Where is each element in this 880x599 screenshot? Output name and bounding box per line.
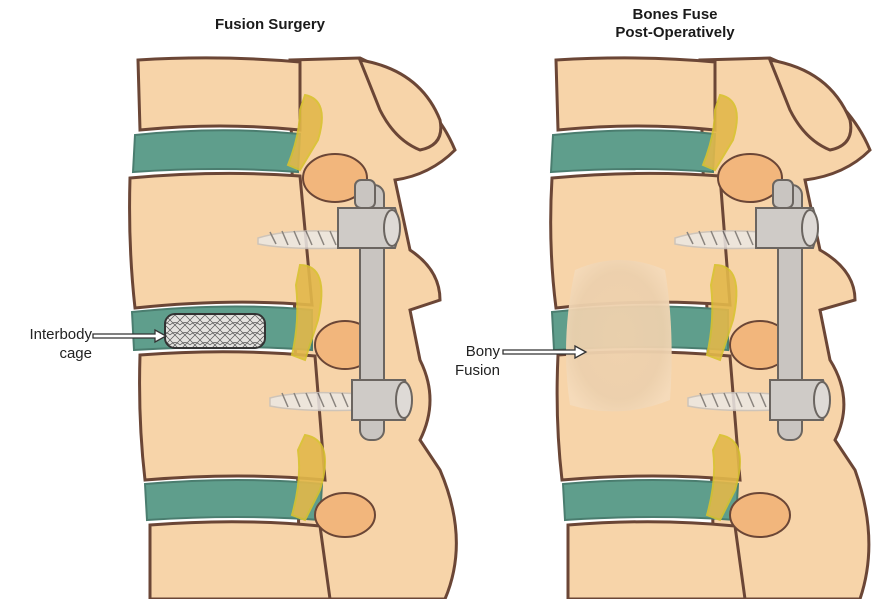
right-vertebra-4 <box>568 522 745 599</box>
bony-label-line2: Fusion <box>438 361 500 380</box>
left-facet-3 <box>315 493 375 537</box>
left-disc-1 <box>133 130 300 172</box>
left-vertebra-3 <box>140 352 325 480</box>
cage-arrow <box>93 330 166 342</box>
interbody-cage-label: Interbody cage <box>12 325 92 363</box>
left-screw-lower <box>270 393 360 411</box>
right-spine <box>551 58 870 599</box>
right-vertebra-1 <box>556 58 715 130</box>
left-vertebra-4 <box>150 522 330 599</box>
cage-label-line2: cage <box>12 344 92 363</box>
cage-label-line1: Interbody <box>12 325 92 344</box>
left-screw-upper <box>258 231 345 249</box>
left-vertebra-1 <box>138 58 300 130</box>
right-disc-1 <box>551 130 715 172</box>
right-screw-lower <box>688 393 775 411</box>
right-facet-3 <box>730 493 790 537</box>
right-screw-upper <box>675 231 760 249</box>
interbody-cage <box>165 314 265 348</box>
bony-label-line1: Bony <box>438 342 500 361</box>
bony-fusion-label: Bony Fusion <box>438 342 500 380</box>
bony-fusion-mass <box>566 260 672 411</box>
left-spine <box>130 58 457 599</box>
